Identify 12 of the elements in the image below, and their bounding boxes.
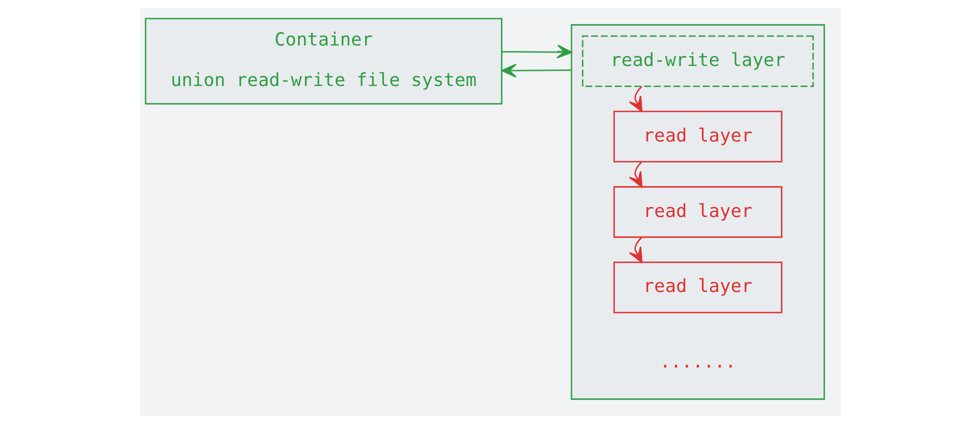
arrow — [628, 236, 642, 263]
node-box: read-write layer — [581, 35, 814, 88]
node-box: Container union read-write file system — [144, 18, 502, 104]
arrow — [628, 86, 642, 112]
label: ....... — [659, 352, 736, 373]
arrow — [628, 162, 642, 188]
arrow — [500, 64, 571, 78]
arrow — [502, 44, 572, 58]
node-box: read layer — [612, 186, 782, 238]
cluster — [570, 24, 824, 400]
node-box: read layer — [612, 110, 782, 162]
node-box: read layer — [612, 262, 782, 314]
